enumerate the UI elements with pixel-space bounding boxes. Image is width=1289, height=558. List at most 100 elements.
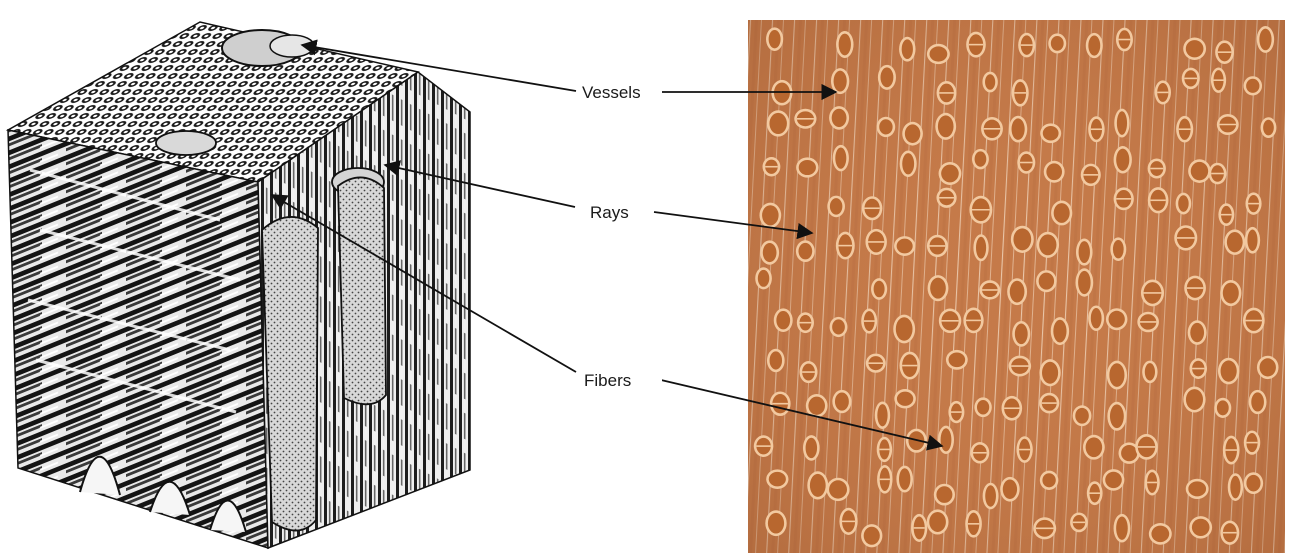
pore-core <box>769 30 781 48</box>
pore-core <box>1186 40 1204 57</box>
pore-core <box>1054 203 1070 223</box>
pore-core <box>897 239 913 254</box>
pore-core <box>905 124 920 143</box>
pore-core <box>975 151 987 166</box>
pore-core <box>1186 389 1203 410</box>
pore-core <box>1088 36 1100 56</box>
pore-core <box>1116 149 1129 171</box>
pore-core <box>1079 241 1090 263</box>
pore-core <box>835 393 849 411</box>
pore-core <box>834 71 847 92</box>
pore-core <box>941 165 959 183</box>
pore-core <box>776 311 790 329</box>
pore-core <box>1075 408 1089 424</box>
pore-core <box>1247 230 1257 251</box>
pore-core <box>1260 358 1276 376</box>
pore-core <box>985 485 996 506</box>
pore-core <box>1042 362 1058 384</box>
pore-core <box>1109 311 1125 328</box>
pore-core <box>985 74 995 90</box>
pore-core <box>1117 111 1127 135</box>
pore-core <box>938 115 954 137</box>
pore-core <box>763 243 777 262</box>
pore-core <box>830 198 842 214</box>
pore-core <box>1113 240 1124 258</box>
pore-core <box>929 512 946 532</box>
fibers-label: Fibers <box>584 371 631 390</box>
pore-core <box>1192 519 1210 536</box>
pore-core <box>880 67 893 87</box>
pore-core <box>874 281 885 298</box>
pore-core <box>941 428 952 451</box>
pore-core <box>879 119 892 134</box>
pore-core <box>829 480 847 498</box>
pore-core <box>1010 281 1025 303</box>
rays-label: Rays <box>590 203 629 222</box>
pore-core <box>1012 118 1025 140</box>
pore-core <box>1042 473 1055 487</box>
vessel-long-1 <box>262 217 318 531</box>
pore-core <box>806 438 817 458</box>
pore-core <box>1178 195 1188 212</box>
pore-core <box>758 270 769 287</box>
pore-core <box>1043 126 1059 141</box>
pore-core <box>1263 120 1274 136</box>
pore-core <box>1191 162 1208 180</box>
pore-core <box>1015 324 1028 345</box>
vessel-top-3 <box>156 131 216 155</box>
pore-core <box>1190 323 1204 342</box>
pore-core <box>1221 360 1237 381</box>
pore-core <box>1223 283 1239 304</box>
pore-core <box>1217 400 1229 415</box>
block-left-face <box>8 130 268 548</box>
pore-core <box>902 153 914 174</box>
pore-core <box>949 352 966 367</box>
pore-core <box>839 34 851 56</box>
pore-core <box>896 317 913 341</box>
pore-core <box>897 392 913 406</box>
pore-core <box>769 113 786 134</box>
pore-core <box>864 527 880 545</box>
vessel-long-2 <box>338 177 386 404</box>
pore-core <box>899 468 910 490</box>
pore-core <box>1145 363 1155 380</box>
pore-core <box>810 474 826 497</box>
pore-core <box>832 109 847 127</box>
pore-core <box>930 46 948 61</box>
pore-core <box>769 472 786 486</box>
pore-core <box>832 319 845 334</box>
vessels-label: Vessels <box>582 83 641 102</box>
pore-core <box>1105 472 1122 488</box>
pore-core <box>1053 320 1066 343</box>
pore-core <box>798 243 812 260</box>
pore-core <box>1109 363 1124 387</box>
pore-core <box>1259 29 1271 51</box>
pore-core <box>877 404 887 426</box>
pore-core <box>1227 232 1243 252</box>
pore-core <box>770 351 782 369</box>
pore-core <box>1151 526 1169 542</box>
pore-core <box>1039 273 1054 290</box>
pore-core <box>1121 445 1137 461</box>
pore-core <box>1086 437 1103 457</box>
pore-core <box>768 513 784 534</box>
pore-core <box>1013 228 1031 250</box>
pore-core <box>977 400 989 414</box>
pore-core <box>1246 79 1259 93</box>
pore-core <box>799 160 816 175</box>
pore-core <box>835 147 846 168</box>
pore-core <box>930 278 946 299</box>
pore-core <box>1091 308 1102 328</box>
wood-block-illustration <box>8 22 470 548</box>
pore-core <box>1116 516 1128 539</box>
pore-core <box>902 39 913 59</box>
pore-core <box>1003 479 1017 498</box>
pore-core <box>1230 476 1240 499</box>
pore-core <box>1046 163 1062 180</box>
pore-core <box>1110 404 1124 428</box>
pore-core <box>1246 475 1260 492</box>
pore-core <box>808 397 825 415</box>
pore-core <box>936 486 952 503</box>
wood-cross-section-photo <box>748 20 1285 553</box>
